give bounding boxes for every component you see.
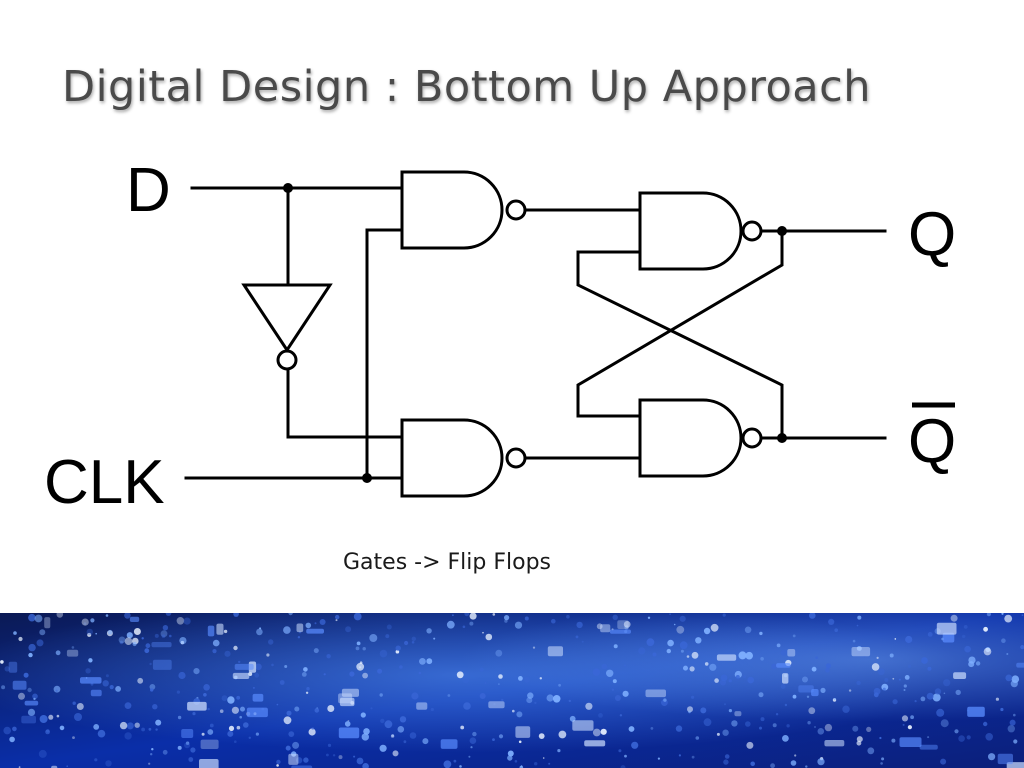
junction-dot-clk <box>362 473 372 483</box>
slide-title: Digital Design : Bottom Up Approach <box>62 62 872 112</box>
label-q: Q <box>908 200 956 269</box>
nand-gate-top-latch <box>638 191 743 271</box>
junction-dot-qbar <box>777 433 787 443</box>
nand-bubble-top-input <box>505 199 527 221</box>
circuit-board-banner <box>0 613 1024 768</box>
not-gate-bubble <box>276 349 298 371</box>
nand-bubble-bottom-input <box>505 447 527 469</box>
label-qbar: Q <box>908 407 956 476</box>
nand-gate-bottom-input <box>400 418 504 498</box>
slide-caption: Gates -> Flip Flops <box>343 550 552 575</box>
nand-gate-top-input <box>400 170 504 250</box>
wire-feedback-qbar <box>576 250 784 440</box>
wire-feedback-q <box>576 229 784 418</box>
junction-dot-q <box>777 226 787 236</box>
nand-gate-bottom-latch <box>638 398 743 478</box>
not-gate <box>241 283 333 353</box>
nand-bubble-top-latch <box>741 220 763 242</box>
label-clk: CLK <box>44 448 165 517</box>
d-latch-diagram: D CLK Q Q <box>44 156 956 517</box>
junction-dot-d <box>283 183 293 193</box>
nand-bubble-bottom-latch <box>741 427 763 449</box>
label-d: D <box>126 156 171 225</box>
